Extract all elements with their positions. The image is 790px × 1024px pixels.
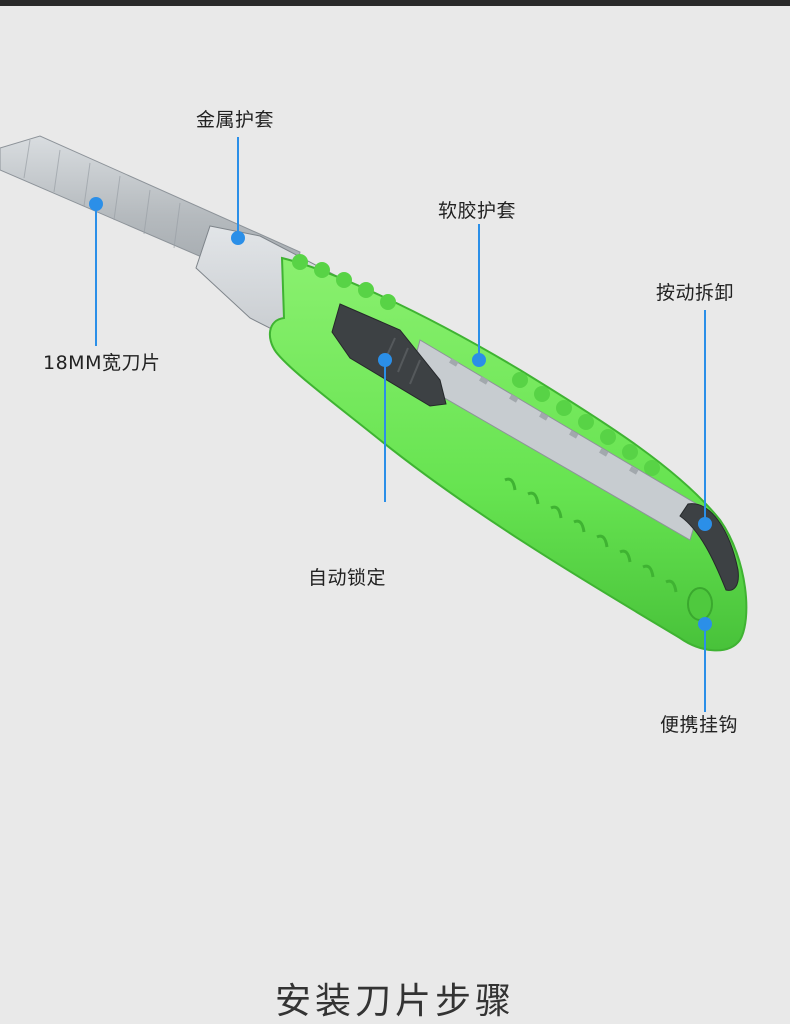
callout-dots [89,197,712,631]
callout-hanging-hook: 便携挂钩 [660,714,739,736]
top-bar [0,0,790,6]
section-heading: 安装刀片步骤 [274,981,515,1022]
callout-push-release: 按动拆卸 [656,282,735,304]
callout-soft-rubber-sleeve: 软胶护套 [438,200,517,222]
callout-lines [95,137,706,712]
callout-blade-width: 18MM宽刀片 [43,352,161,374]
knife-illustration [0,135,748,712]
end-cap [679,503,739,591]
callout-metal-sleeve: 金属护套 [196,109,275,131]
callout-auto-lock: 自动锁定 [308,567,387,589]
